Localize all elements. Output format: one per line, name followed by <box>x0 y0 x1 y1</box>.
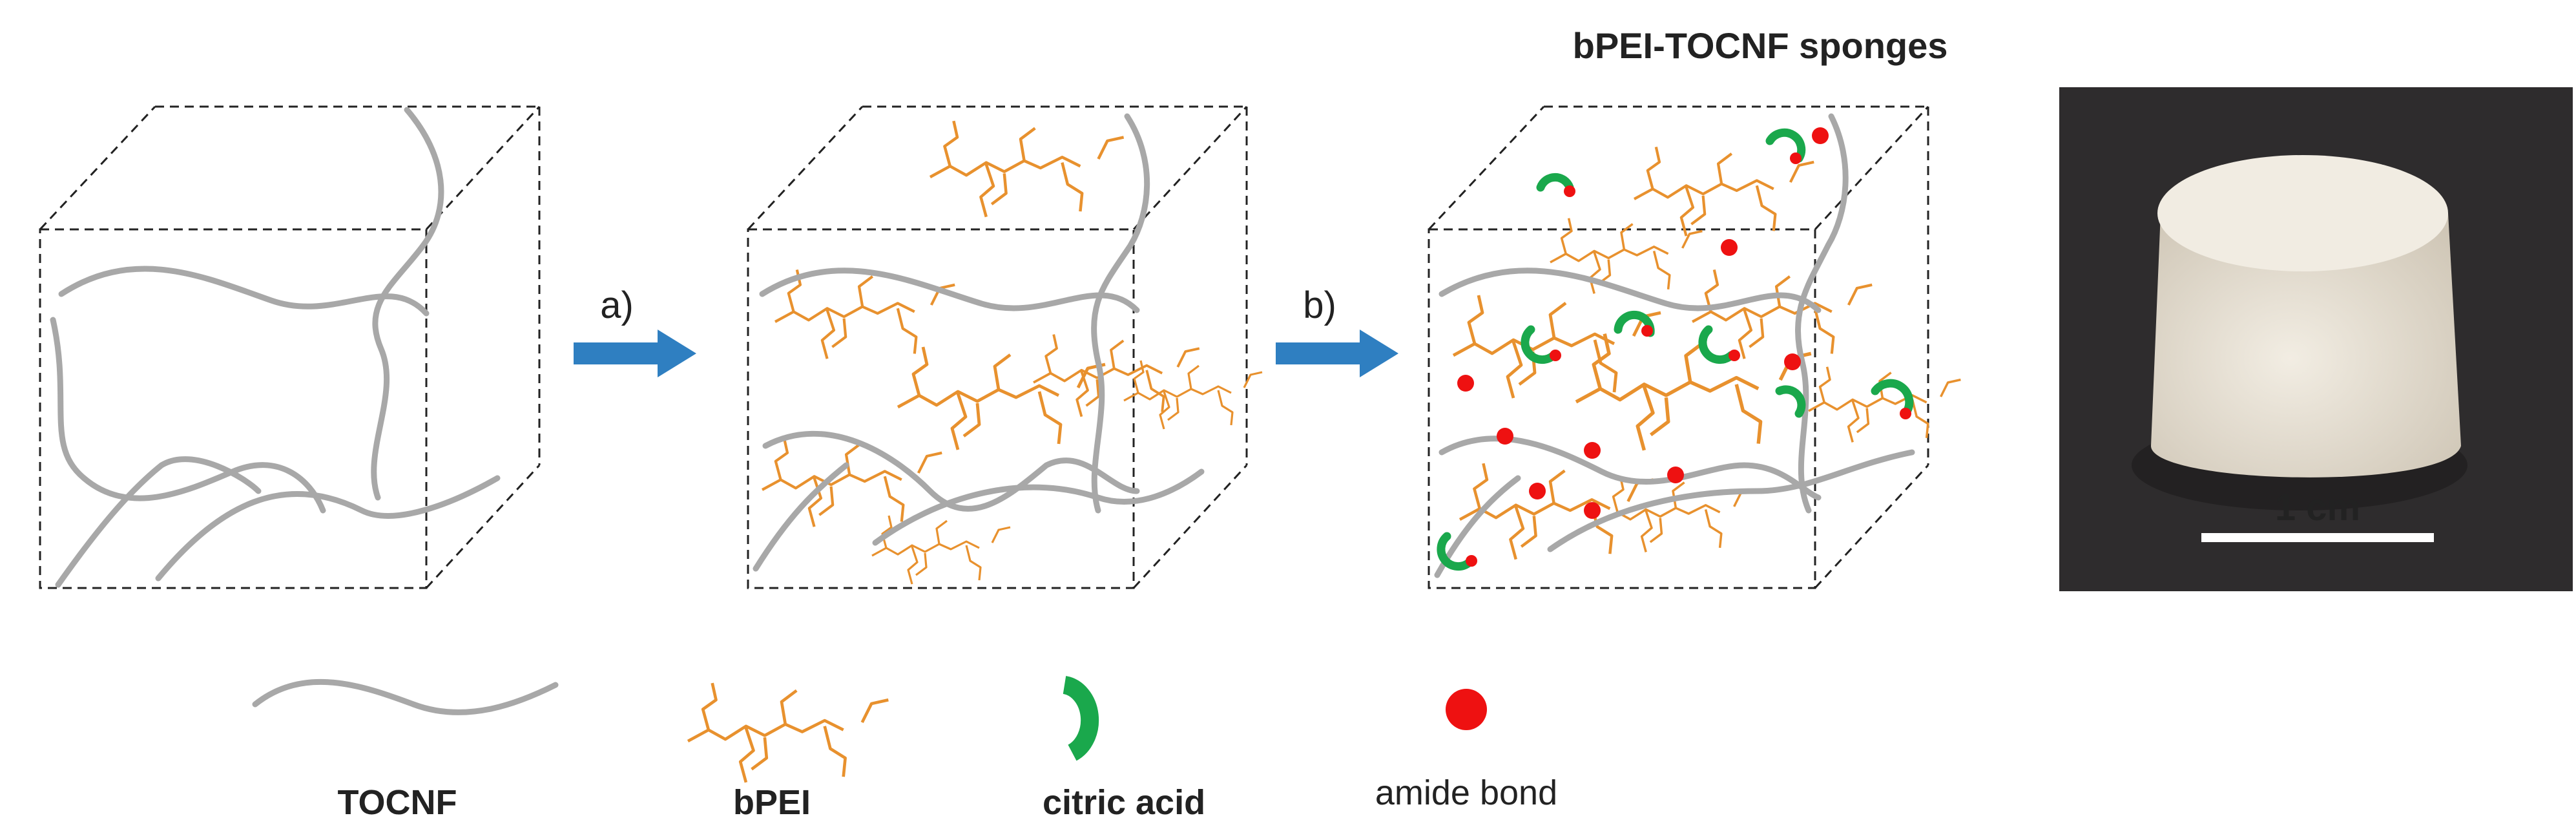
legend-amide-bond-label: amide bond <box>1375 773 1557 812</box>
legend-citric-acid-label: citric acid <box>1043 783 1205 822</box>
citric-acid-group <box>1437 128 1914 571</box>
step-a-label: a) <box>600 284 634 326</box>
cube-tocnf <box>39 105 541 589</box>
cube-sponge-title: bPEI-TOCNF sponges <box>1573 25 1948 66</box>
arrow-b <box>1276 330 1398 377</box>
amide-bond-group <box>1457 127 1911 567</box>
cube-tocnf-bpei <box>747 105 1263 589</box>
legend: TOCNF bPEI citric acid amide bond <box>252 676 1557 822</box>
legend-citric-acid-swatch <box>1062 676 1099 761</box>
sponge-photo: 1 cm <box>2059 87 2573 591</box>
arrow-a <box>574 330 696 377</box>
legend-bpei-label: bPEI <box>733 783 811 822</box>
cube-sponge <box>1428 105 1962 589</box>
step-b-label: b) <box>1303 284 1336 326</box>
bpei-cluster <box>762 121 1263 585</box>
legend-tocnf-label: TOCNF <box>338 783 457 822</box>
scale-bar <box>2201 533 2434 542</box>
legend-amide-bond-swatch <box>1446 689 1487 730</box>
legend-bpei-swatch <box>688 683 888 782</box>
scale-bar-label: 1 cm <box>2275 487 2360 529</box>
legend-tocnf-swatch <box>252 678 559 715</box>
